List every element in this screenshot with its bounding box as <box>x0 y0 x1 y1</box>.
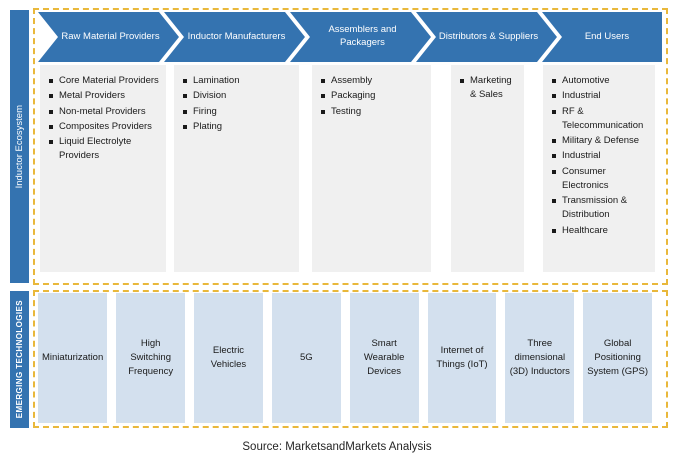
tech-box-electric-vehicles: Electric Vehicles <box>194 293 263 423</box>
stage-list-raw-material-providers: Core Material Providers Metal Providers … <box>40 65 166 272</box>
stage-arrow-end-users: End Users <box>542 12 662 62</box>
stage-arrow-label: Raw Material Providers <box>61 30 160 42</box>
list-item: Core Material Providers <box>49 74 162 88</box>
stage-arrow-label: Assemblers and Packagers <box>328 24 397 48</box>
ecosystem-side-bar: Inductor Ecosystem <box>10 10 29 283</box>
tech-box-smart-wearable-devices: Smart Wearable Devices <box>349 293 419 423</box>
list-item: Healthcare <box>552 224 651 238</box>
stage-item-list: Automotive Industrial RF & Telecommunica… <box>543 65 655 238</box>
list-item: Automotive <box>552 74 651 88</box>
list-item: Transmission & Distribution <box>552 194 651 223</box>
tech-box-high-switching-frequency: High Switching Frequency <box>116 293 186 423</box>
stage-item-list: Lamination Division Firing Plating <box>174 65 299 134</box>
tech-box-gps: Global Positioning System (GPS) <box>583 293 653 423</box>
stage-arrow-label: Inductor Manufacturers <box>187 30 286 42</box>
list-item: Industrial <box>552 149 651 163</box>
list-item: Industrial <box>552 89 651 103</box>
stage-list-inductor-manufacturers: Lamination Division Firing Plating <box>174 65 299 272</box>
list-item: Metal Providers <box>49 89 162 103</box>
list-item: Marketing & Sales <box>460 74 520 103</box>
list-item: Non-metal Providers <box>49 105 162 119</box>
emerging-panel-border <box>33 290 668 428</box>
tech-box-label: Smart Wearable Devices <box>363 337 405 378</box>
tech-box-label: Electric Vehicles <box>210 344 247 370</box>
list-item: Firing <box>183 105 295 119</box>
list-item: RF & Telecommunication <box>552 105 651 134</box>
list-item: Composites Providers <box>49 120 162 134</box>
list-item: Liquid Electrolyte Providers <box>49 135 162 164</box>
tech-box-miniaturization: Miniaturization <box>38 293 108 423</box>
stage-item-list: Core Material Providers Metal Providers … <box>40 65 166 164</box>
list-item: Consumer Electronics <box>552 165 651 194</box>
list-item: Plating <box>183 120 295 134</box>
tech-box-3d-inductors: Three dimensional (3D) Inductors <box>505 293 575 423</box>
stage-list-end-users: Automotive Industrial RF & Telecommunica… <box>543 65 655 272</box>
stage-arrow-label: Distributors & Suppliers <box>438 30 539 42</box>
source-caption: Source: MarketsandMarkets Analysis <box>242 441 432 453</box>
stage-arrow-raw-material-providers: Raw Material Providers <box>38 12 179 62</box>
list-item: Lamination <box>183 74 295 88</box>
ecosystem-panel-border <box>33 8 668 285</box>
ecosystem-side-label: Inductor Ecosystem <box>14 104 25 189</box>
emerging-technologies-row: Miniaturization High Switching Frequency… <box>38 293 653 423</box>
stage-arrow-distributors-and-suppliers: Distributors & Suppliers <box>416 12 557 62</box>
tech-box-5g: 5G <box>271 293 341 423</box>
stage-list-distributors-and-suppliers: Marketing & Sales <box>451 65 524 272</box>
stage-arrow-inductor-manufacturers: Inductor Manufacturers <box>164 12 305 62</box>
tech-box-label: Three dimensional (3D) Inductors <box>509 337 570 378</box>
stage-item-list: Marketing & Sales <box>451 65 524 103</box>
emerging-side-bar: EMERGING TECHNOLOGIES <box>10 291 29 428</box>
tech-box-label: High Switching Frequency <box>128 337 174 378</box>
emerging-side-label: EMERGING TECHNOLOGIES <box>15 300 24 419</box>
tech-box-label: Internet of Things (IoT) <box>436 344 488 370</box>
tech-box-label: Global Positioning System (GPS) <box>587 337 648 378</box>
tech-box-label: 5G <box>299 351 313 363</box>
tech-box-label: Miniaturization <box>42 351 104 363</box>
tech-box-internet-of-things: Internet of Things (IoT) <box>427 293 497 423</box>
stage-item-list: Assembly Packaging Testing <box>312 65 431 119</box>
list-item: Assembly <box>321 74 427 88</box>
list-item: Packaging <box>321 89 427 103</box>
list-item: Division <box>183 89 295 103</box>
stage-list-assemblers-and-packagers: Assembly Packaging Testing <box>312 65 431 272</box>
stage-arrow-assemblers-and-packagers: Assemblers and Packagers <box>290 12 431 62</box>
list-item: Military & Defense <box>552 134 651 148</box>
stage-arrow-label: End Users <box>584 30 630 42</box>
list-item: Testing <box>321 105 427 119</box>
